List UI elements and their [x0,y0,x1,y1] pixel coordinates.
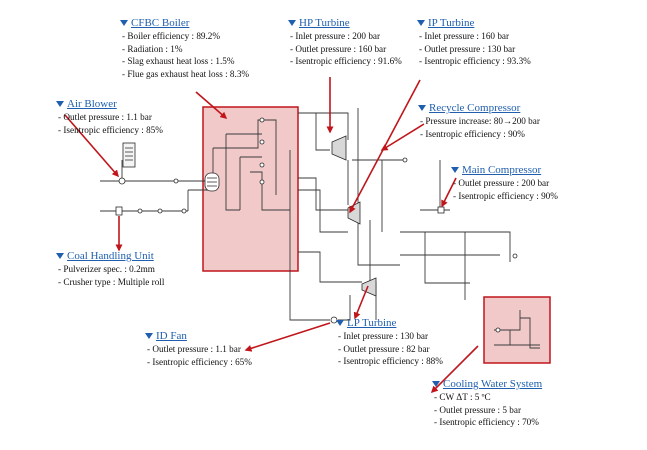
stack-symbol [122,142,136,168]
lp-turbine-title: LP Turbine [336,316,443,330]
coal-handling-symbol [115,206,123,216]
cooling-water-item: - Isentropic efficiency : 70% [434,417,539,428]
lp-turbine-item: - Isentropic efficiency : 88% [338,356,443,367]
main-compressor-label: Main Compressor - Outlet pressure : 200 … [451,163,558,202]
lp-turbine-symbol [361,277,377,297]
recycle-compressor-item: - Isentropic efficiency : 90% [420,128,525,139]
coal-handling-title: Coal Handling Unit [56,249,164,263]
air-blower-item: - Outlet pressure : 1.1 bar [58,112,152,122]
coal-handling-item: - Pulverizer spec. : 0.2mm [58,264,155,274]
air-blower-symbol [118,177,126,185]
recycle-compressor-title: Recycle Compressor [418,101,540,115]
ip-turbine-title: IP Turbine [417,16,531,30]
coal-handling-label: Coal Handling Unit - Pulverizer spec. : … [56,249,164,288]
arrow-id-fan [244,322,331,352]
cfbc-boiler-item: - Slag exhaust heat loss : 1.5% [122,56,235,67]
hp-turbine-item: - Inlet pressure : 200 bar [290,31,381,41]
ip-turbine-item: - Outlet pressure : 130 bar [419,43,516,54]
ip-turbine-item: - Isentropic efficiency : 93.3% [419,56,531,67]
recycle-compressor-label: Recycle Compressor - Pressure increase: … [418,101,540,140]
arrow-air-blower [64,114,119,178]
id-fan-label: ID Fan - Outlet pressure : 1.1 bar - Ise… [145,329,252,368]
id-fan-item: - Isentropic efficiency : 65% [147,356,252,367]
lp-turbine-label: LP Turbine - Inlet pressure : 130 bar - … [336,316,443,368]
cooling-water-item: - CW ΔT : 5 ºC [434,392,491,402]
cfbc-boiler-item: - Flue gas exhaust heat loss : 8.3% [122,68,250,79]
recycle-compressor-item: - Pressure increase: 80→200 bar [420,116,540,126]
hp-turbine-item: - Isentropic efficiency : 91.6% [290,56,402,67]
process-piping [100,108,540,349]
lp-turbine-item: - Outlet pressure : 82 bar [338,343,430,354]
cooling-water-label: Cooling Water System - CW ΔT : 5 ºC - Ou… [432,377,542,429]
hp-turbine-label: HP Turbine - Inlet pressure : 200 bar - … [288,16,402,68]
hp-turbine-symbol [331,135,347,161]
main-compressor-item: - Outlet pressure : 200 bar [453,178,550,188]
arrow-main-compressor [441,177,457,208]
boiler-coil-symbol [207,177,217,187]
air-blower-title: Air Blower [56,97,163,111]
hp-turbine-title: HP Turbine [288,16,402,30]
hp-turbine-item: - Outlet pressure : 160 bar [290,43,387,54]
id-fan-item: - Outlet pressure : 1.1 bar [147,344,241,354]
arrow-lp-turbine [353,285,369,320]
ip-turbine-label: IP Turbine - Inlet pressure : 160 bar - … [417,16,531,68]
cfbc-boiler-item: - Radiation : 1% [122,43,183,54]
air-blower-item: - Isentropic efficiency : 85% [58,124,163,135]
compressor-symbol [437,206,445,214]
arrow-recycle-compressor [380,123,425,151]
id-fan-title: ID Fan [145,329,252,343]
arrow-ip-turbine [349,79,421,214]
cfbc-boiler-title: CFBC Boiler [120,16,249,30]
cooling-water-title: Cooling Water System [432,377,542,391]
coal-handling-item: - Crusher type : Multiple roll [58,276,165,287]
arrow-cfbc-boiler [195,91,228,119]
air-blower-label: Air Blower - Outlet pressure : 1.1 bar -… [56,97,163,136]
cfbc-boiler-label: CFBC Boiler - Boiler efficiency : 89.2% … [120,16,249,80]
lp-turbine-item: - Inlet pressure : 130 bar [338,331,429,341]
cfbc-boiler-item: - Boiler efficiency : 89.2% [122,31,221,41]
main-compressor-item: - Isentropic efficiency : 90% [453,190,558,201]
ip-turbine-item: - Inlet pressure : 160 bar [419,31,510,41]
stack-lines [125,147,133,161]
main-compressor-title: Main Compressor [451,163,558,177]
cooling-water-item: - Outlet pressure : 5 bar [434,404,521,415]
